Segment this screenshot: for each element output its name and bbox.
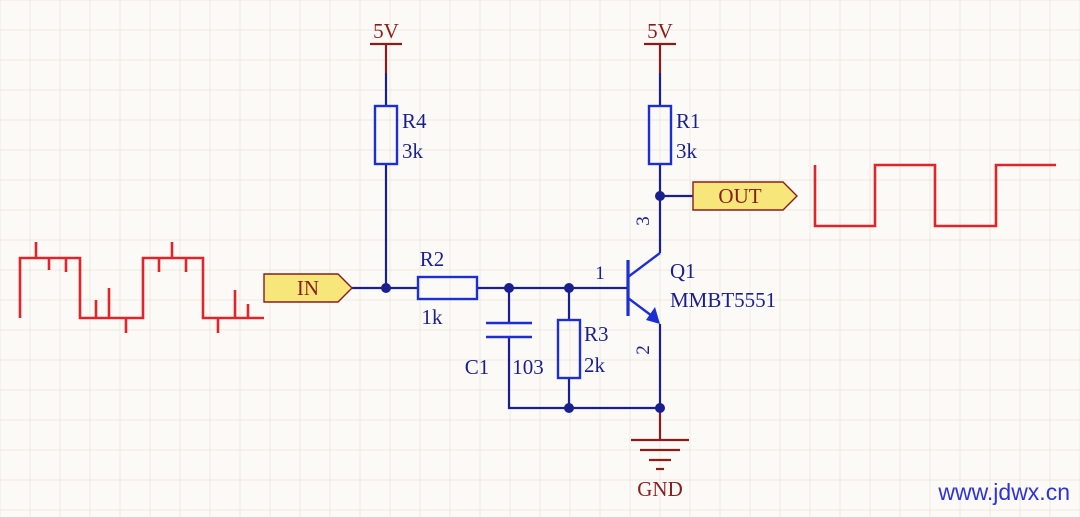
r2-value: 1k: [422, 305, 444, 329]
r1-value: 3k: [676, 139, 698, 163]
circuit-wires: [352, 73, 693, 410]
ground-symbol: GND: [631, 410, 689, 501]
r2-ref: R2: [420, 247, 445, 271]
capacitor-c1[interactable]: C1 103: [465, 321, 544, 379]
r4-value: 3k: [402, 139, 424, 163]
q1-pin-emitter: 2: [633, 345, 654, 355]
q1-part: MMBT5551: [670, 288, 776, 312]
output-square-waveform: [813, 163, 1056, 228]
c1-ref: C1: [465, 355, 490, 379]
vcc-left-label: 5V: [373, 19, 399, 43]
watermark-text: www.jdwx.cn: [937, 479, 1070, 505]
resistor-r2[interactable]: R2 1k: [416, 247, 479, 329]
c1-value: 103: [512, 355, 544, 379]
junction-dots: [381, 191, 665, 413]
vcc-right-symbol: 5V: [644, 19, 676, 73]
vcc-left-symbol: 5V: [370, 19, 402, 73]
r3-value: 2k: [584, 353, 606, 377]
resistor-r3[interactable]: R3 2k: [556, 318, 609, 380]
resistor-r4[interactable]: R4 3k: [373, 104, 427, 166]
r1-ref: R1: [676, 109, 701, 133]
output-port-label: OUT: [718, 184, 761, 208]
vcc-right-label: 5V: [647, 19, 673, 43]
input-port[interactable]: IN: [263, 273, 353, 303]
q1-ref: Q1: [670, 259, 696, 283]
r3-ref: R3: [584, 322, 609, 346]
r4-ref: R4: [402, 109, 427, 133]
q1-pin-base: 1: [595, 263, 605, 284]
transistor-q1[interactable]: 1 3 2 Q1 MMBT5551: [595, 216, 776, 355]
resistor-r1[interactable]: R1 3k: [647, 104, 701, 166]
ground-label: GND: [637, 477, 683, 501]
q1-pin-collector: 3: [633, 216, 654, 226]
input-noisy-waveform: [18, 242, 264, 333]
output-port[interactable]: OUT: [692, 181, 798, 211]
input-port-label: IN: [297, 276, 319, 300]
